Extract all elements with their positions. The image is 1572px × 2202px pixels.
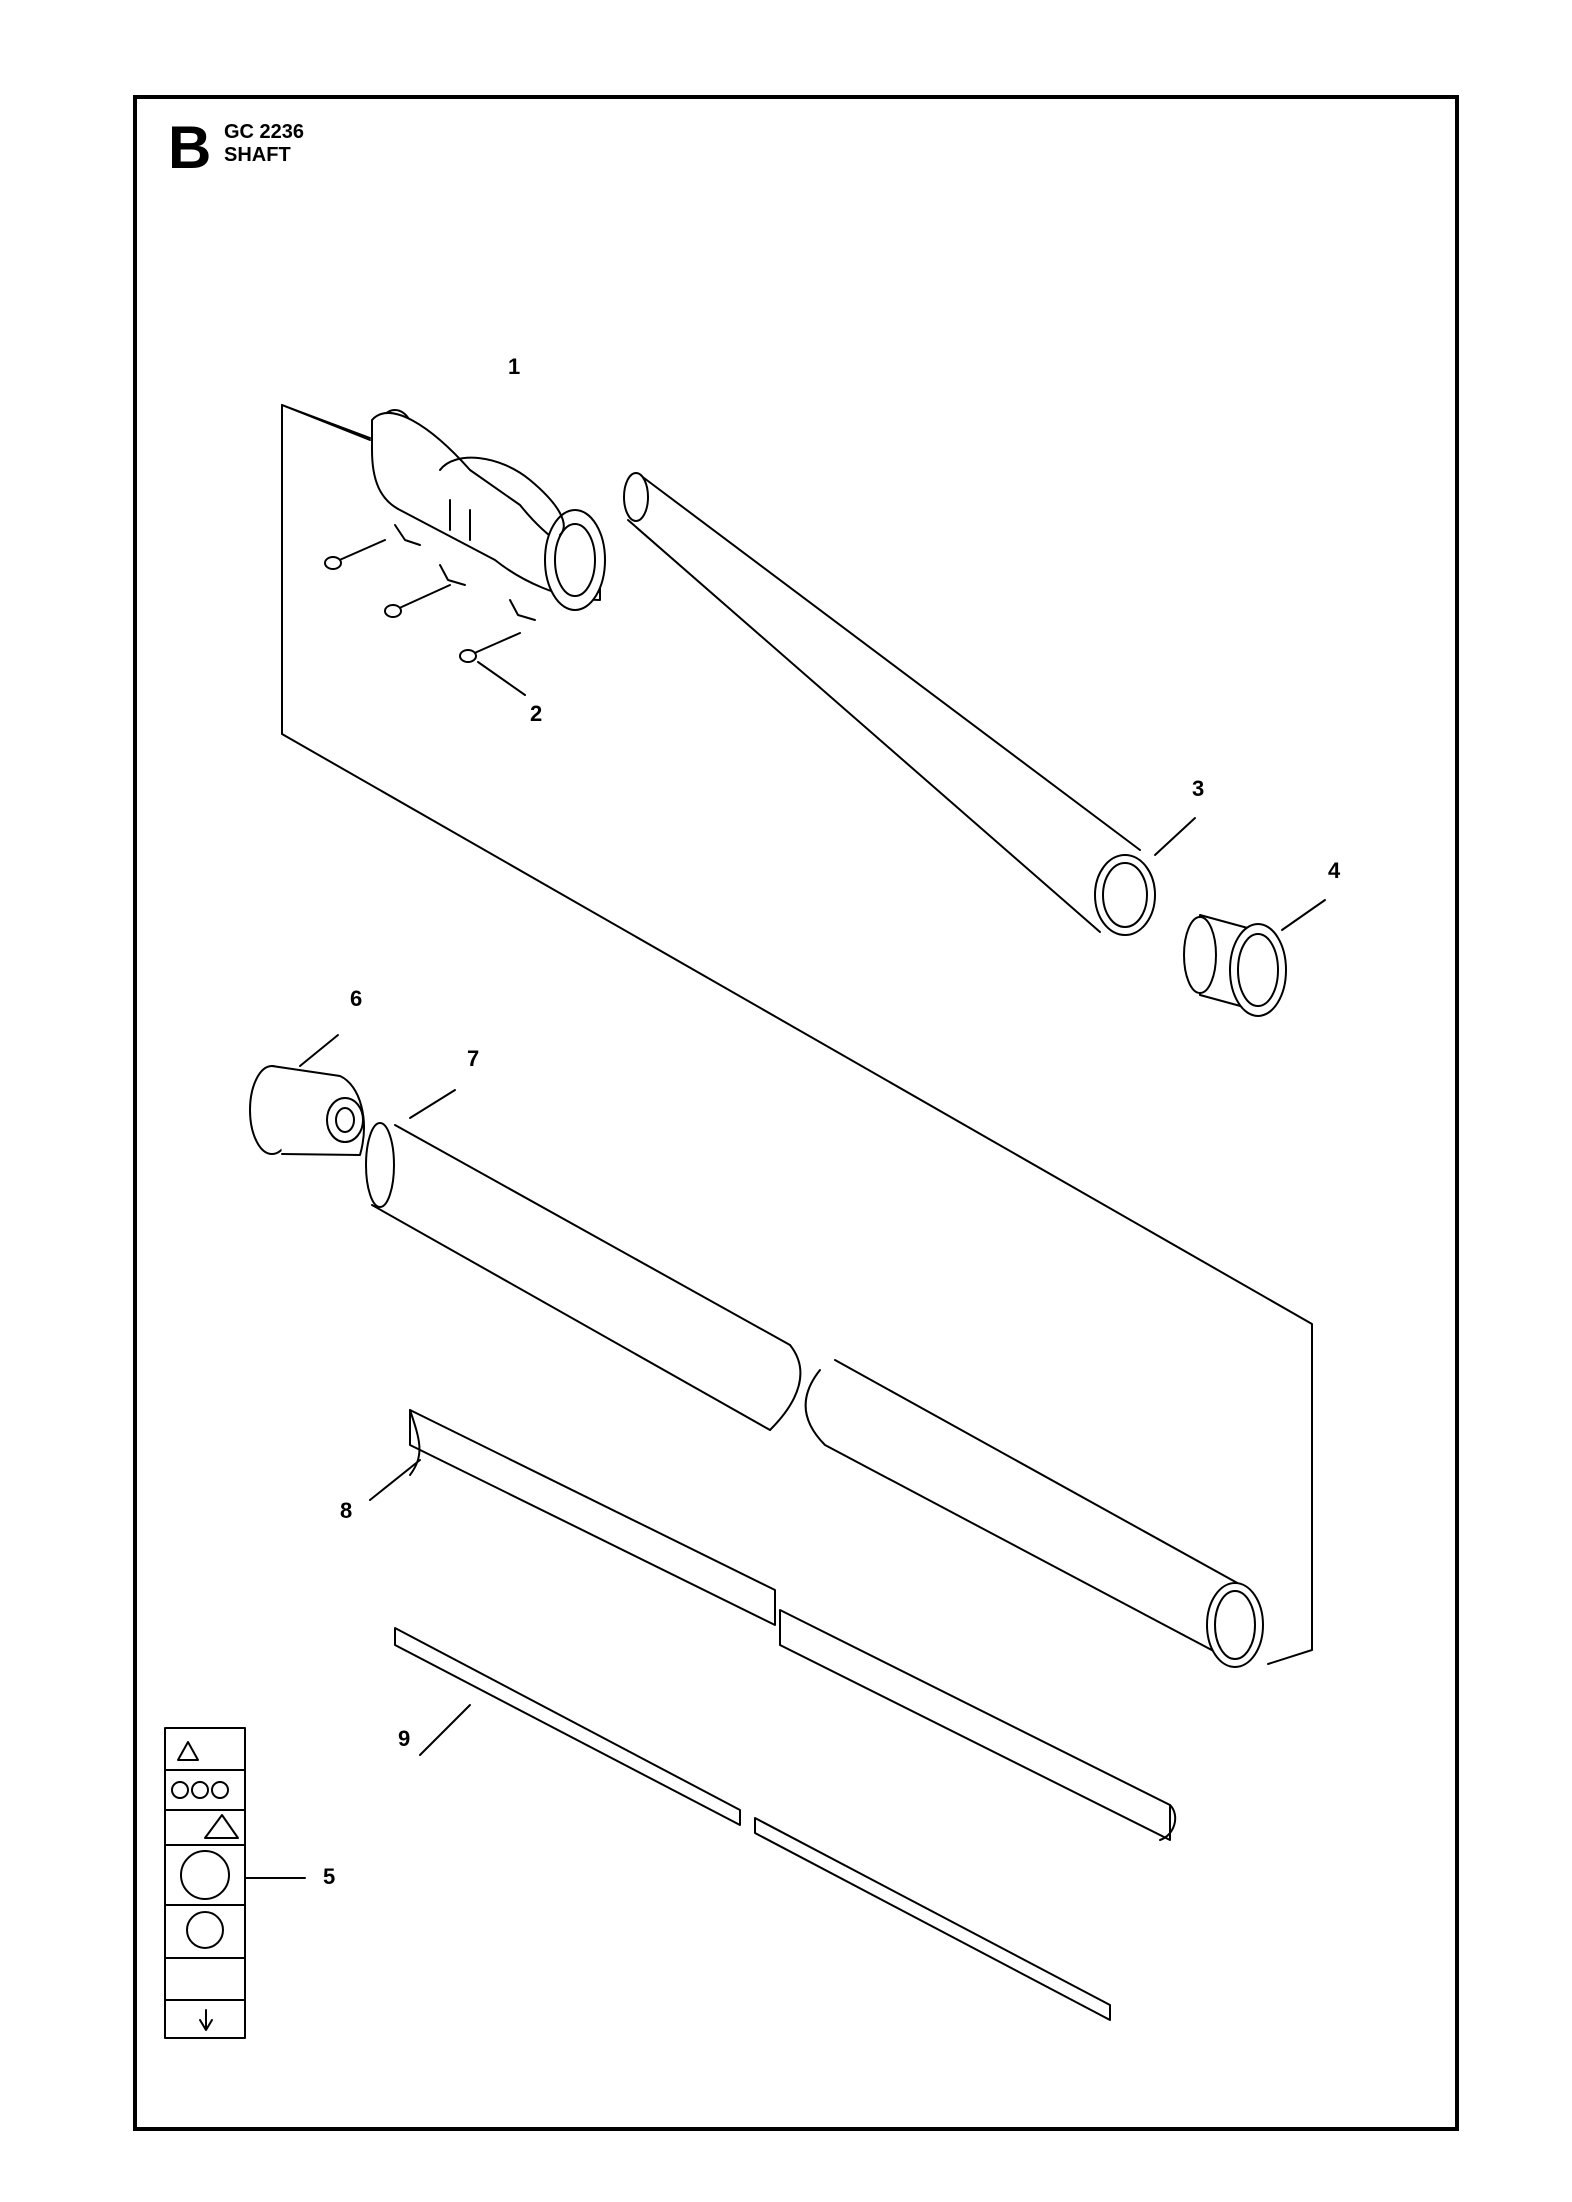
callout-8: 8 xyxy=(340,1498,353,1523)
callout-7: 7 xyxy=(467,1046,480,1071)
callout-1: 1 xyxy=(508,354,521,379)
callout-3: 3 xyxy=(1192,776,1205,801)
callout-4: 4 xyxy=(1328,858,1341,883)
shaft-liner-part-8 xyxy=(369,1409,1177,1841)
page-frame xyxy=(133,95,1459,2131)
tube-part-3 xyxy=(623,472,1196,936)
sleeve-part-4 xyxy=(1183,899,1326,1017)
model-title-block: GC 2236 SHAFT xyxy=(224,121,304,167)
warning-label-part-5 xyxy=(164,1727,306,2039)
drive-shaft-part-9 xyxy=(394,1627,1111,2021)
shaft-tube-part-7 xyxy=(365,1089,1264,1668)
screws-part xyxy=(324,539,526,696)
bushing-part-6 xyxy=(249,1034,365,1156)
callout-9: 9 xyxy=(398,1726,411,1751)
assembly-outline xyxy=(281,404,1313,1665)
model-number: GC 2236 xyxy=(224,121,305,143)
callout-5: 5 xyxy=(323,1864,336,1889)
section-title: SHAFT xyxy=(224,144,291,166)
coupling-clamp-part xyxy=(371,409,606,621)
callout-6: 6 xyxy=(350,986,363,1011)
section-letter: B xyxy=(168,114,212,181)
callout-2: 2 xyxy=(530,701,543,726)
